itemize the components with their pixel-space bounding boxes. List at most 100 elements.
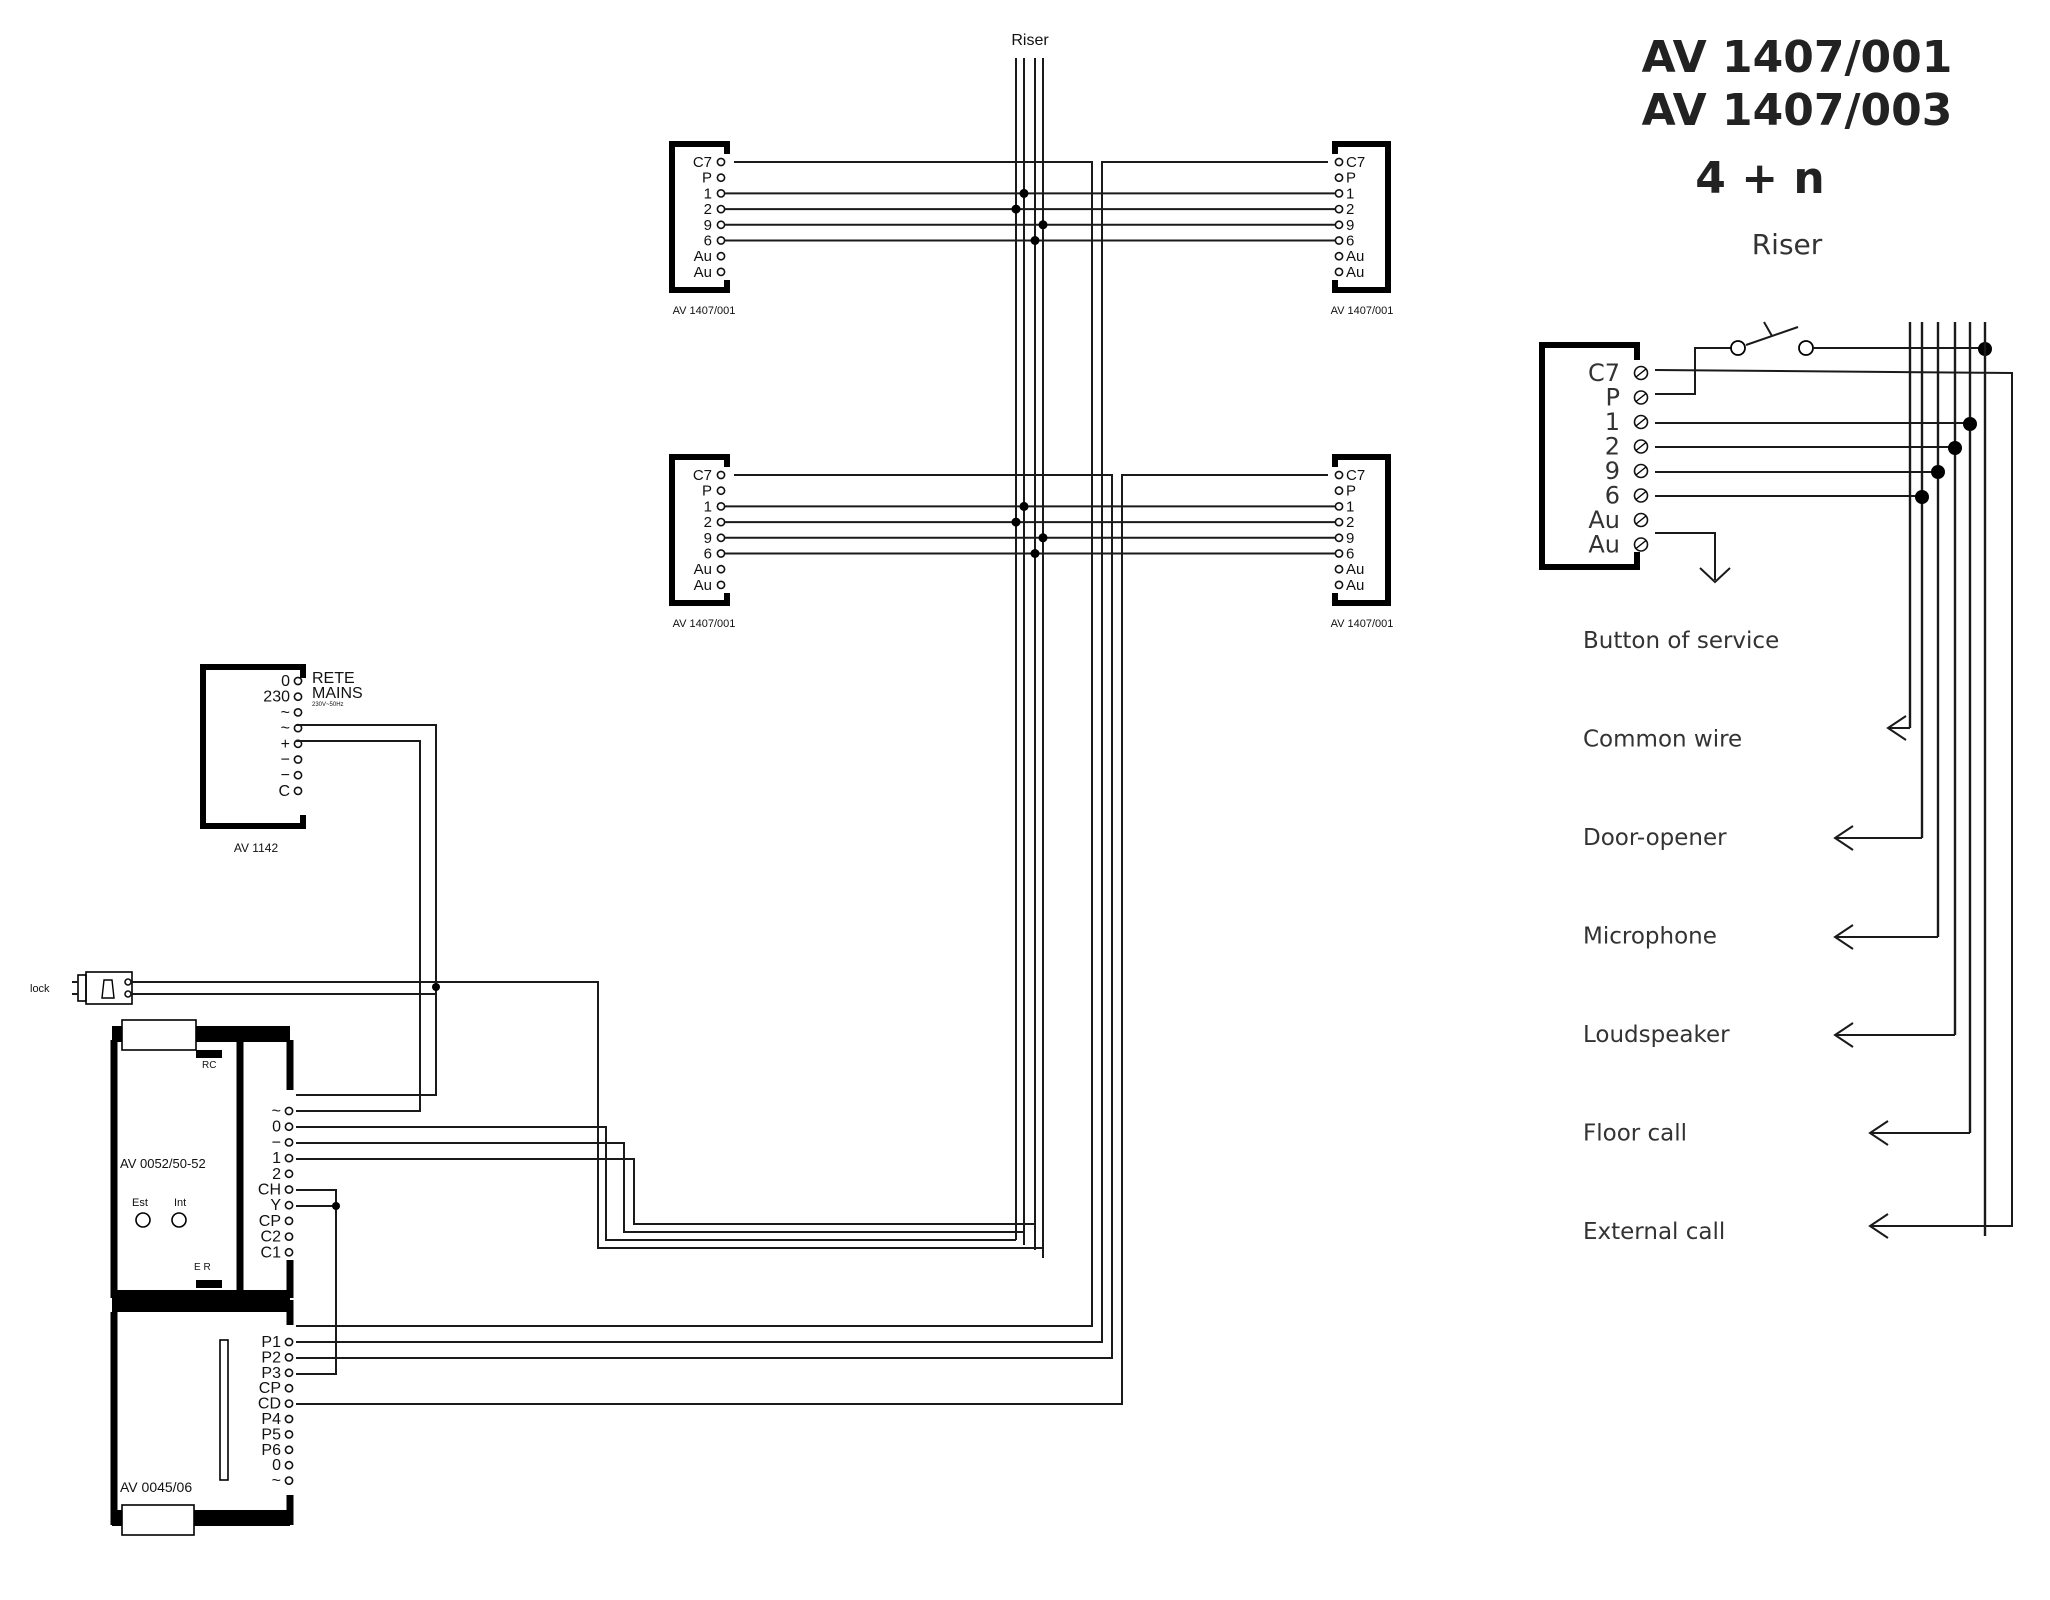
terminal-screw-icon: [284, 1430, 294, 1439]
terminal-screw-icon: [716, 204, 726, 214]
arrow-left-icon: [1868, 1213, 1889, 1239]
terminal-screw-icon: [284, 1153, 294, 1163]
panel-terminal-label: 1: [704, 185, 712, 202]
terminal-screw-icon: [1334, 251, 1344, 261]
terminal-label: CD: [258, 1396, 281, 1413]
arrow-left-icon: [1833, 825, 1854, 851]
terminal-screw-icon: [1334, 533, 1344, 543]
panel-terminal-label: C7: [1346, 154, 1365, 171]
terminal-label: 0: [281, 673, 290, 690]
panel-terminal-label: 6: [704, 233, 712, 250]
terminal-screw-icon: [284, 1414, 294, 1424]
terminal-screw-icon: [1334, 188, 1344, 198]
panel-terminal-label: C7: [1346, 467, 1365, 484]
service-button-icon: [1655, 321, 1992, 1236]
terminal-label: P6: [261, 1442, 281, 1459]
terminal-screw-icon: [716, 251, 726, 261]
terminal-screw-icon: [284, 1247, 294, 1257]
terminal-screw-icon: [716, 267, 726, 277]
legend-terminal-label: C7: [1588, 359, 1620, 387]
panel-terminal-label: 2: [704, 514, 712, 531]
svg-text:230V~50Hz: 230V~50Hz: [312, 702, 344, 708]
legend-arrowheads: [1833, 715, 1907, 1239]
est-label: Est: [132, 1197, 148, 1209]
terminal-label: +: [281, 736, 290, 753]
terminal-screw-icon: [1334, 564, 1344, 574]
terminal-screw-icon: [1334, 470, 1344, 480]
terminal-screw-icon: [1334, 486, 1344, 496]
terminal-screw-icon: [284, 1383, 294, 1393]
terminal-screw-icon: [284, 1216, 294, 1226]
terminal-screw-icon: [716, 236, 726, 245]
panel-terminal-label: Au: [1346, 577, 1364, 594]
terminal-screw-icon: [1334, 267, 1344, 277]
legend-terminal-label: P: [1606, 384, 1620, 412]
panel-terminal-label: P: [702, 170, 712, 187]
terminal-screw-icon: [1334, 236, 1344, 245]
terminal-screw-icon: [293, 755, 303, 764]
terminal-label: −: [272, 1134, 281, 1151]
terminal-screw-icon: [716, 220, 726, 230]
panel-terminal-label: 1: [1346, 498, 1354, 515]
terminal-label: C: [278, 783, 290, 800]
terminal-label: 2: [272, 1166, 281, 1183]
terminal-label: ~: [281, 704, 290, 721]
panel-terminal-label: 9: [1346, 217, 1354, 234]
terminal-screw-icon: [293, 676, 303, 686]
legend-item-label: Loudspeaker: [1583, 1022, 1730, 1048]
terminal-screw-icon: [716, 533, 726, 543]
terminal-label: 0: [272, 1119, 281, 1136]
terminal-label: −: [281, 752, 290, 769]
panel-terminal-label: C7: [693, 154, 712, 171]
terminal-screw-icon: [1334, 501, 1344, 511]
terminal-screw-icon: [1334, 204, 1344, 214]
terminal-screw-icon: [1334, 549, 1344, 558]
terminal-label: ~: [272, 1473, 281, 1490]
legend-terminal-label: 9: [1605, 457, 1620, 485]
terminal-screw-icon: [284, 1232, 294, 1241]
legend-riser-label: Riser: [1752, 228, 1823, 261]
terminal-screw-icon: [293, 770, 303, 780]
terminal-screw-icon: [284, 1200, 294, 1210]
panel-terminal-label: Au: [1346, 264, 1364, 281]
legend-terminal-label: Au: [1588, 531, 1620, 559]
panel-terminal-label: Au: [694, 561, 712, 578]
terminal-label: P2: [261, 1349, 281, 1366]
button-module-label: AV 0045/06: [120, 1479, 192, 1495]
terminal-screw-icon: [1334, 580, 1344, 590]
panel-model-label: AV 1407/001: [1331, 305, 1394, 317]
door-unit-label: AV 0052/50-52: [120, 1156, 206, 1171]
arrow-left-icon: [1833, 1022, 1854, 1048]
legend-terminal-label: 1: [1605, 408, 1620, 436]
arrow-left-icon: [1833, 924, 1854, 950]
terminal-label: ~: [272, 1103, 281, 1120]
panel-model-label: AV 1407/001: [673, 618, 736, 630]
int-label: Int: [174, 1197, 186, 1209]
terminal-screw-icon: [716, 564, 726, 574]
panel-terminal-label: Au: [694, 248, 712, 265]
terminal-screw-icon: [716, 173, 726, 183]
terminal-label: C2: [261, 1229, 282, 1246]
terminal-screw-icon: [716, 549, 726, 558]
legend-item-label: Microphone: [1583, 924, 1717, 950]
panel-terminal-label: 6: [1346, 233, 1354, 250]
panel-terminal-label: 9: [704, 530, 712, 547]
panel-terminal-label: P: [1346, 483, 1356, 500]
terminal-label: ~: [281, 720, 290, 737]
legend-item-label: Door-opener: [1583, 825, 1727, 851]
terminal-screw-icon: [284, 1368, 294, 1378]
terminal-screw-icon: [284, 1445, 294, 1455]
terminal-screw-icon: [716, 157, 726, 167]
terminal-screw-icon: [284, 1476, 294, 1485]
legend-item-label: Floor call: [1583, 1121, 1687, 1147]
panel-terminal-label: 2: [704, 201, 712, 218]
terminal-label: Y: [270, 1197, 281, 1214]
riser-bundle: [1015, 58, 1044, 1258]
